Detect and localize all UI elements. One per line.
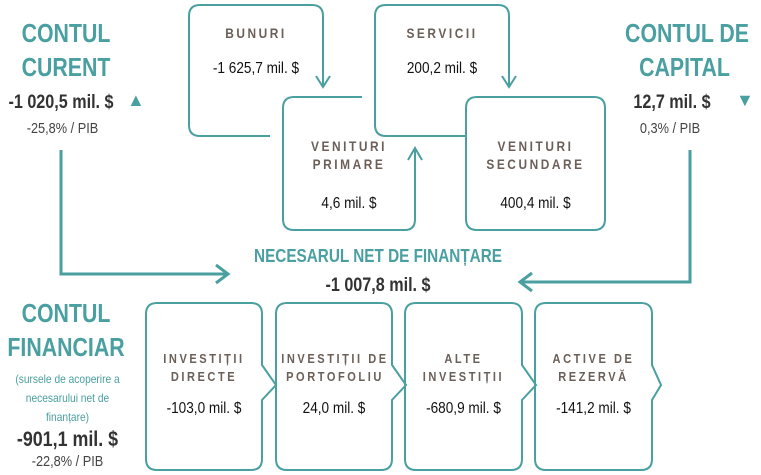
goods-title: BUNURI: [225, 25, 287, 41]
current-account-value: -1 020,5 mil. $: [8, 92, 114, 113]
financial-account-value: -901,1 mil. $: [16, 428, 119, 451]
services-box: [374, 4, 510, 137]
capital-account-value: 12,7 mil. $: [633, 92, 711, 113]
financial-boxes: [145, 302, 663, 471]
secondary-income-value: 400,4 mil. $: [500, 195, 571, 212]
primary-income-box: [282, 96, 416, 231]
arrow-up-icon: ▲: [127, 90, 145, 110]
arrow-down-icon: ▼: [736, 90, 754, 110]
net-financing-value: -1 007,8 mil. $: [325, 275, 431, 296]
reserve-assets-value: -141,2 mil. $: [556, 400, 631, 417]
services-value: 200,2 mil. $: [406, 60, 478, 77]
primary-income-arrow-icon: [407, 146, 423, 161]
secondary-income-box: [465, 96, 606, 231]
goods-value: -1 625,7 mil. $: [212, 60, 300, 77]
services-title: SERVICII: [406, 25, 478, 41]
direct-investment-value: -103,0 mil. $: [166, 400, 242, 417]
financial-account-pct: -22,8% / PIB: [31, 453, 104, 470]
primary-income-value: 4,6 mil. $: [321, 195, 377, 212]
services-arrow-icon: [501, 75, 517, 89]
current-account-pct: -25,8% / PIB: [26, 120, 99, 137]
net-financing-title: NECESARUL NET DE FINANȚARE: [254, 246, 502, 266]
goods-box: [188, 4, 324, 137]
goods-arrow-icon: [315, 75, 331, 89]
other-investment-value: -680,9 mil. $: [426, 400, 501, 417]
current-arrow-icon: [215, 263, 231, 285]
portfolio-investment-value: 24,0 mil. $: [302, 400, 366, 417]
capital-to-financing-line: [522, 150, 692, 284]
current-to-financing-line: [59, 150, 226, 276]
capital-account-pct: 0,3% / PIB: [639, 120, 701, 137]
capital-arrow-icon: [517, 271, 533, 293]
